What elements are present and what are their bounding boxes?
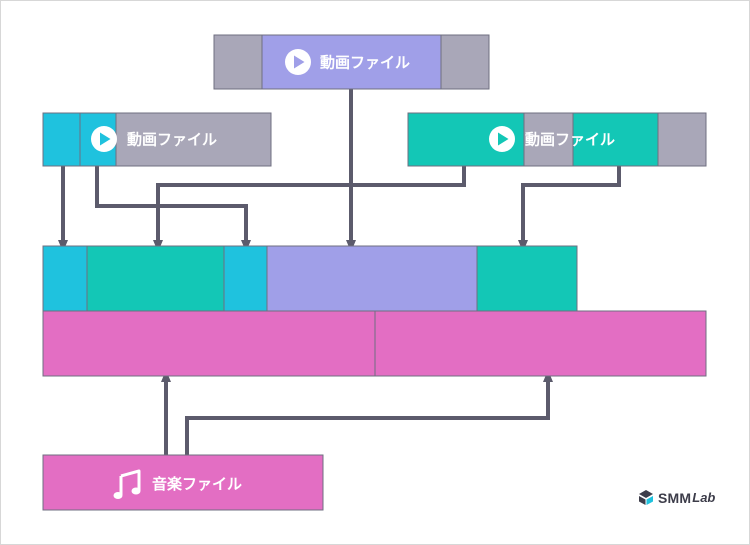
video-track-blue-1 — [42, 245, 88, 312]
cube-logo-icon — [639, 490, 653, 505]
video-track-teal-2 — [476, 245, 578, 312]
video-right-segment-b — [572, 112, 659, 167]
play-circle-icon — [489, 126, 515, 152]
music-note-icon — [113, 469, 141, 499]
audio-track-segment-2 — [374, 310, 707, 377]
play-circle-icon — [91, 126, 117, 152]
play-circle-icon — [285, 49, 311, 75]
connectors — [63, 89, 621, 455]
audio-track-segment-1 — [42, 310, 376, 377]
music-file: 音楽ファイル — [42, 454, 324, 511]
video-right-trim-end — [657, 112, 707, 167]
music-file-box — [42, 454, 324, 511]
arrow-right-video-tail-to-teal — [523, 166, 621, 246]
audio-track — [42, 310, 707, 377]
arrow-right-video-head-to-teal — [158, 166, 466, 246]
video-track-purple — [266, 245, 478, 312]
arrow-music-to-right-segment — [185, 376, 548, 455]
video-file-label: 動画ファイル — [320, 55, 410, 72]
video-right-trim-middle — [523, 112, 574, 167]
video-left-segment-a — [42, 112, 81, 167]
arrow-left-video-tail-to-blue — [95, 166, 246, 246]
video-top-left-trim — [213, 34, 263, 90]
video-file-right: 動画ファイル — [407, 112, 707, 167]
video-file-label: 動画ファイル — [525, 132, 615, 149]
video-track-blue-2 — [223, 245, 268, 312]
video-file-label: 動画ファイル — [127, 132, 217, 149]
music-file-label: 音楽ファイル — [152, 475, 242, 493]
video-track-teal-1 — [86, 245, 225, 312]
brand-suffix: Lab — [692, 490, 716, 505]
video-track — [42, 245, 578, 312]
video-file-top: 動画ファイル — [213, 34, 490, 90]
brand-logo: SMM Lab — [638, 489, 715, 506]
video-top-right-trim — [440, 34, 490, 90]
video-file-left: 動画ファイル — [42, 112, 272, 167]
brand-name: SMM — [658, 489, 692, 506]
video-left-trim — [115, 112, 272, 167]
